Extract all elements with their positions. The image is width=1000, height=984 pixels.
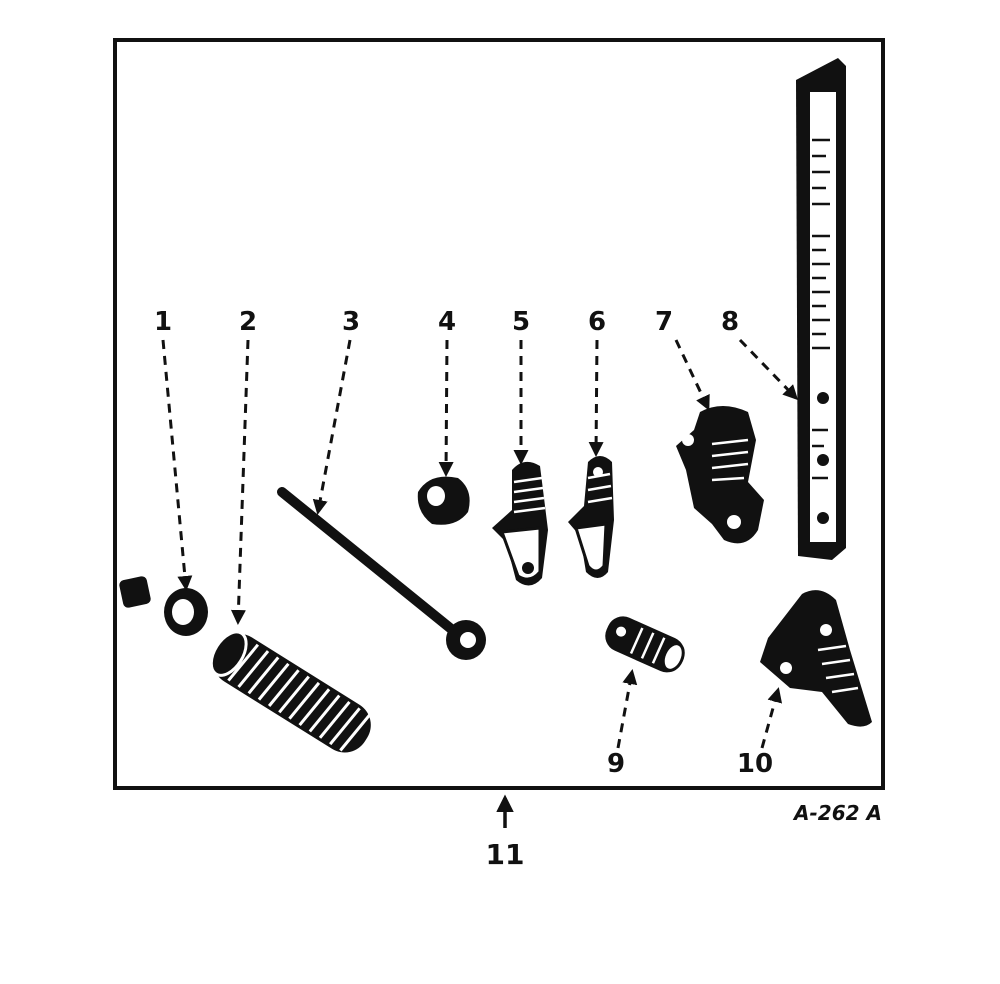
part-2-coil-spring xyxy=(209,630,371,753)
callout-6: 6 xyxy=(588,307,606,337)
callout-5: 5 xyxy=(512,307,530,337)
leader-9 xyxy=(616,669,638,749)
callout-11: 11 xyxy=(486,838,525,871)
callout-numbers: 1 2 3 4 5 6 7 8 9 10 11 xyxy=(154,307,773,871)
part-5-bracket xyxy=(492,461,548,586)
leader-8 xyxy=(738,338,799,401)
callout-9: 9 xyxy=(607,749,625,779)
callout-10: 10 xyxy=(737,749,773,779)
callout-1: 1 xyxy=(154,307,172,337)
leader-6 xyxy=(588,339,604,457)
part-7-cam xyxy=(676,406,764,544)
part-9-pin xyxy=(605,616,685,673)
part-4-cap xyxy=(417,476,470,525)
leader-2 xyxy=(230,339,250,625)
figure-reference: A-262 A xyxy=(792,801,882,825)
part-1-nut-and-washer xyxy=(119,576,208,636)
leader-10 xyxy=(760,687,783,749)
leader-4 xyxy=(438,339,454,477)
callout-8: 8 xyxy=(721,307,739,337)
leader-lines xyxy=(161,338,799,828)
leader-1 xyxy=(161,339,193,591)
part-3-rod xyxy=(277,487,486,660)
callout-7: 7 xyxy=(655,307,673,337)
callout-4: 4 xyxy=(438,307,456,337)
callout-2: 2 xyxy=(239,307,257,337)
leader-3 xyxy=(312,339,352,515)
leader-7 xyxy=(674,339,710,411)
part-8-scale-bar xyxy=(796,58,846,560)
callout-3: 3 xyxy=(342,307,360,337)
diagram-frame xyxy=(113,38,885,790)
part-10-latch xyxy=(760,590,872,727)
part-6-bracket xyxy=(568,456,614,578)
